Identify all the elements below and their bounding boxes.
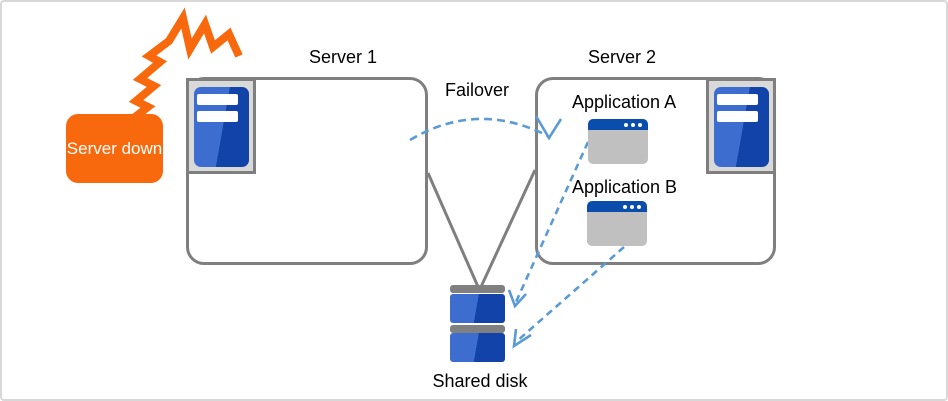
disk-platter <box>450 294 505 323</box>
app-a-disk-arrowhead <box>507 289 527 309</box>
server-slot-bar <box>717 111 758 122</box>
window-dot <box>623 204 627 209</box>
window-titlebar <box>588 119 648 130</box>
server-down-badge: Server down <box>66 114 163 183</box>
application-b-label: Application B <box>572 177 678 197</box>
app-b-disk-arrowhead <box>512 328 532 349</box>
disk-cap <box>450 325 505 333</box>
window-dot <box>637 204 641 209</box>
server-slot-bar <box>197 94 238 105</box>
application-b-window-icon <box>587 201 647 246</box>
failover-arrow <box>409 117 549 142</box>
window-dot <box>630 204 634 209</box>
server1-tower-icon <box>186 78 256 174</box>
server2-title: Server 2 <box>587 47 657 67</box>
window-titlebar <box>587 201 647 212</box>
disk-platter <box>450 333 505 362</box>
server2-disk-connector <box>478 169 537 290</box>
window-dot <box>638 122 642 127</box>
server-slot-bar <box>717 94 758 105</box>
server-down-label: Server down <box>66 138 163 158</box>
failover-label: Failover <box>445 80 510 100</box>
application-a-label: Application A <box>572 92 677 112</box>
application-a-window-icon <box>588 119 648 164</box>
shared-disk-label: Shared disk <box>432 371 528 391</box>
window-dot <box>624 122 628 127</box>
window-body <box>587 212 647 246</box>
window-dot <box>631 122 635 127</box>
server1-title: Server 1 <box>308 47 378 67</box>
server-slot-bar <box>197 111 238 122</box>
disk-cap <box>450 285 505 293</box>
server1-disk-connector <box>426 172 481 290</box>
server2-tower-icon <box>706 78 776 174</box>
window-body <box>588 130 648 164</box>
shared-disk-icon <box>450 285 505 363</box>
